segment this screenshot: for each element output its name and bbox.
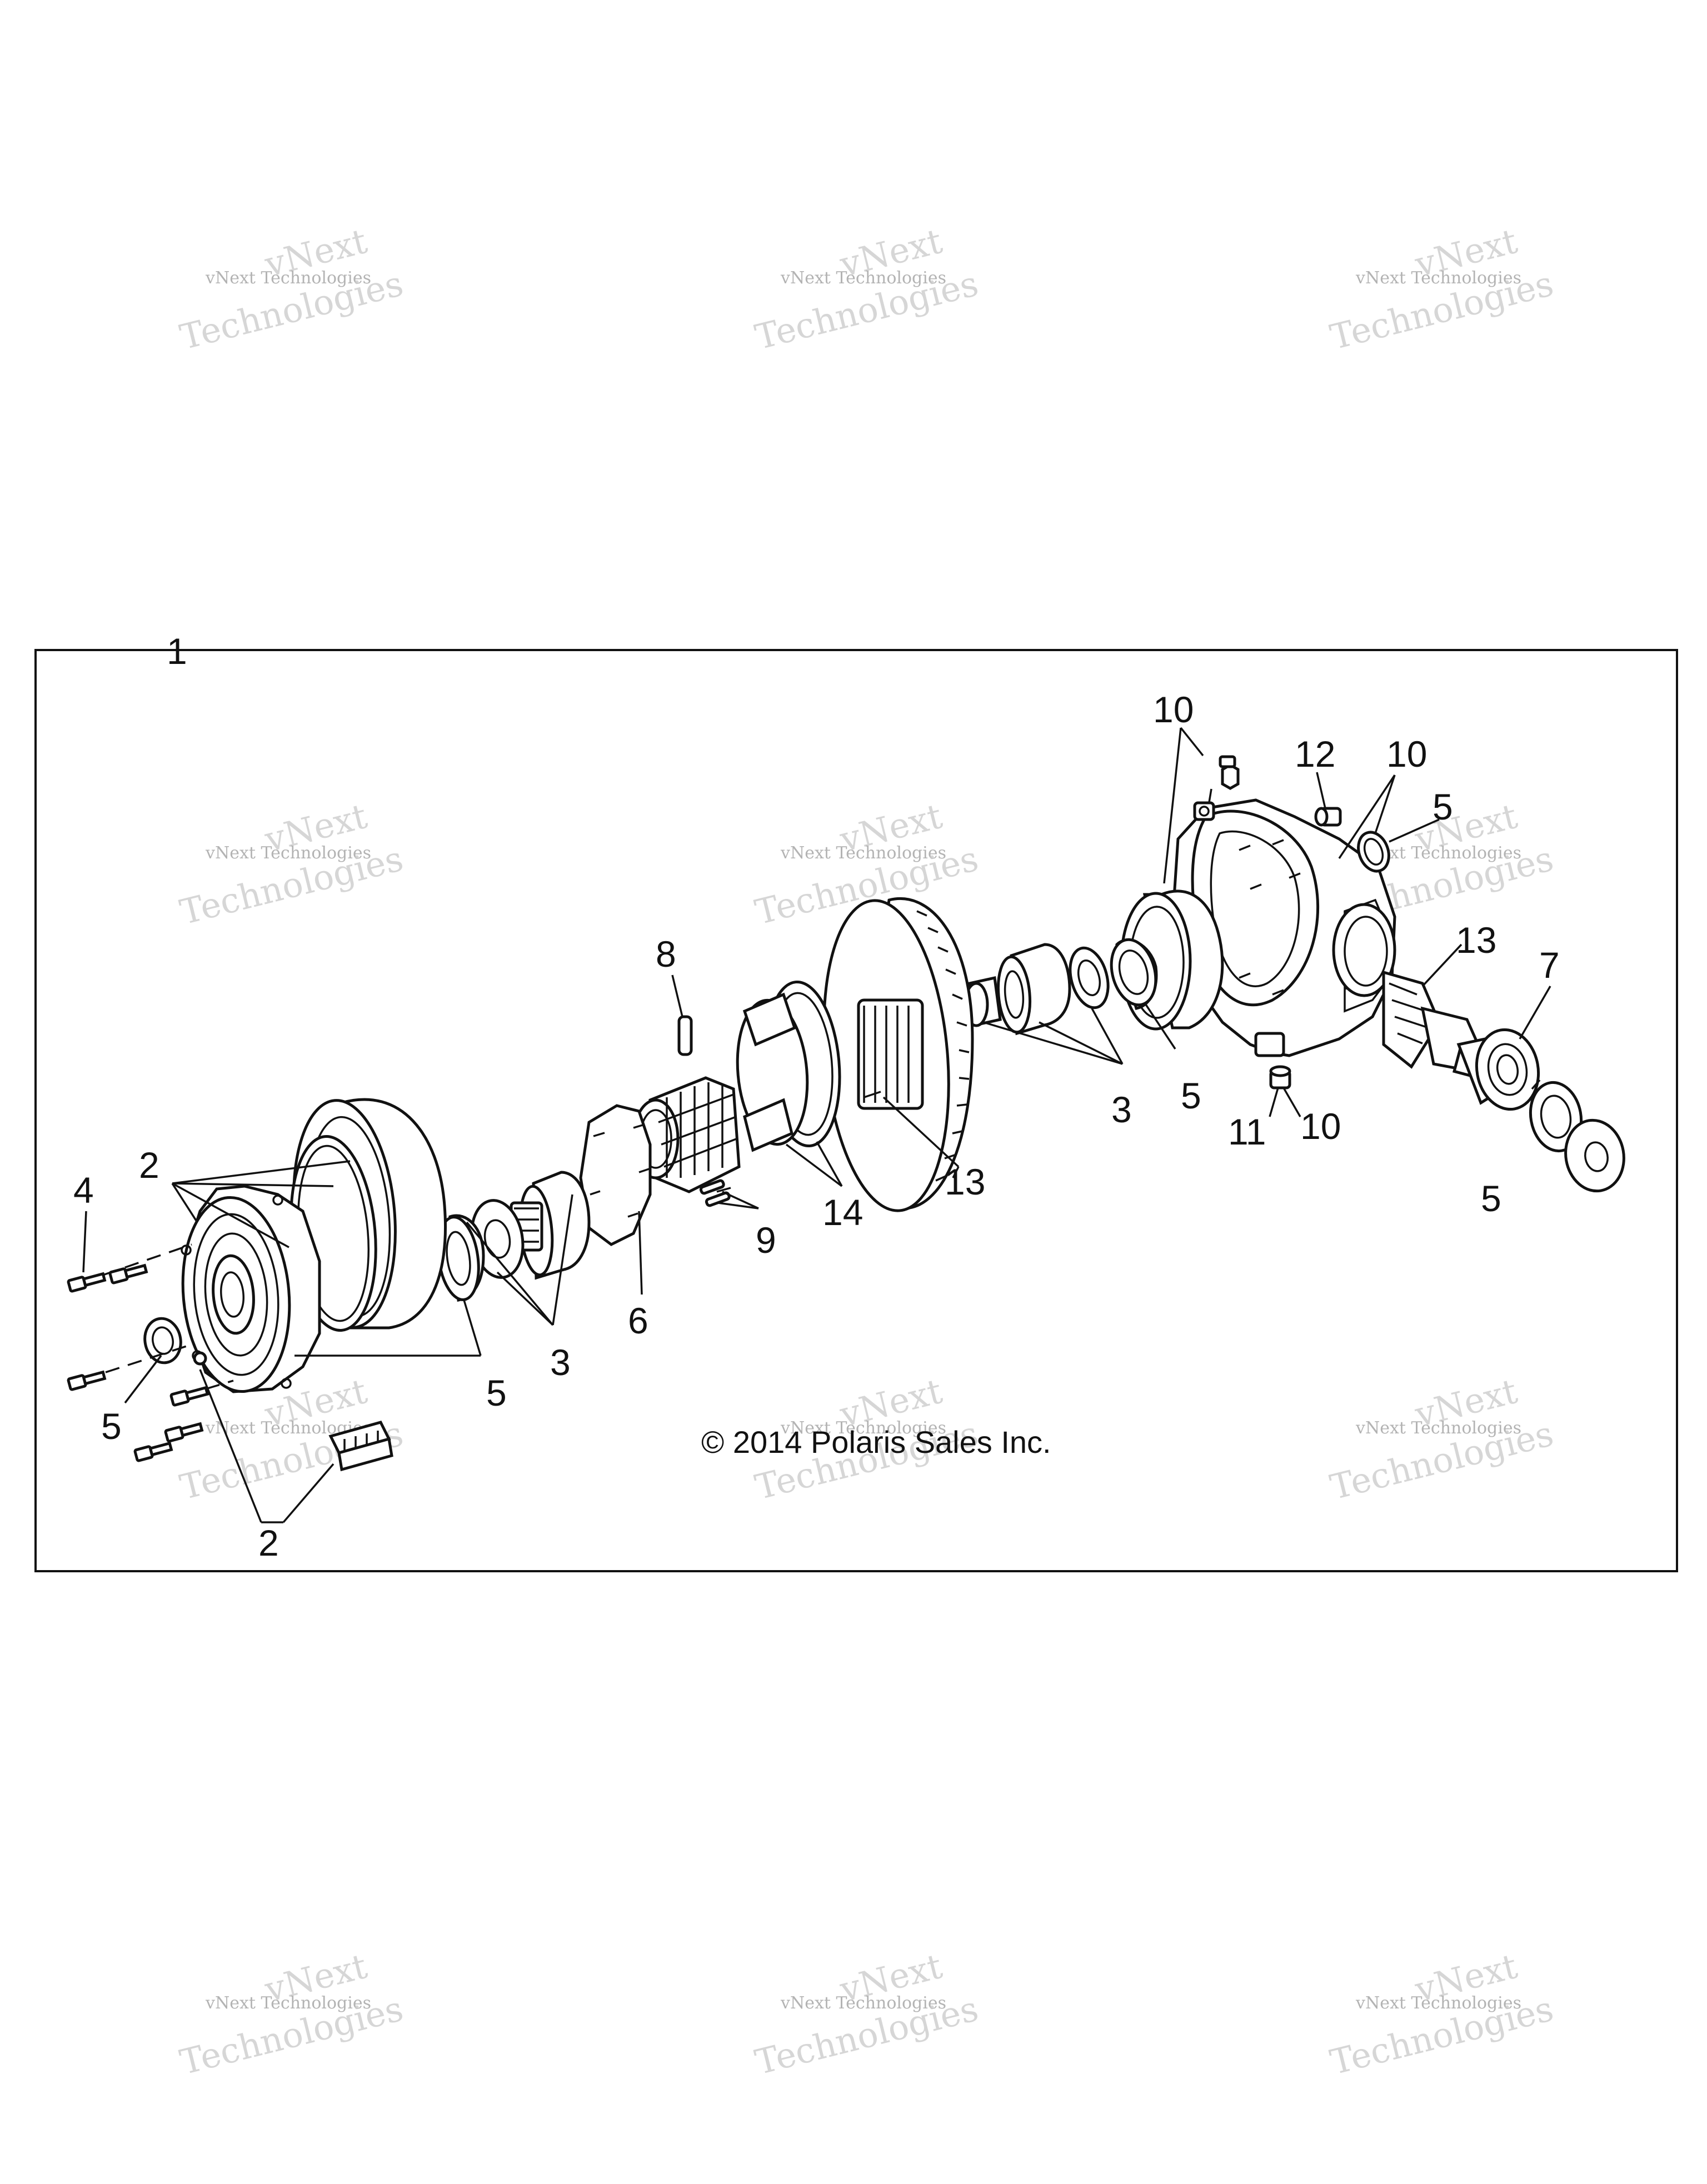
callout-13: 13 <box>945 1161 985 1202</box>
spacer-set-left <box>470 1171 591 1280</box>
watermark: vNext vNext Technologies Technologies <box>176 796 407 933</box>
callout-8: 8 <box>656 933 676 974</box>
watermark: vNext vNext Technologies Technologies <box>176 221 407 358</box>
callout-9: 9 <box>756 1220 776 1261</box>
callout-11: 11 <box>1228 1111 1266 1152</box>
callout-3: 3 <box>550 1342 571 1383</box>
bolt <box>108 1263 148 1285</box>
svg-text:vNext Technologies: vNext Technologies <box>780 1993 946 2013</box>
svg-text:vNext Technologies: vNext Technologies <box>1355 1993 1521 2013</box>
bolt <box>67 1272 107 1293</box>
leader-lines <box>82 727 1551 1523</box>
watermark: vNext vNext Technologies Technologies <box>751 221 982 358</box>
callout-5: 5 <box>486 1372 507 1413</box>
callout-4: 4 <box>73 1170 94 1211</box>
assembly-frame <box>34 649 1678 1572</box>
callout-labels: 1 2 2 3 3 4 5 5 5 5 5 6 7 8 9 10 10 10 1… <box>73 631 1560 1563</box>
bolt <box>164 1422 204 1443</box>
callout-2: 2 <box>258 1522 279 1563</box>
check-ball <box>193 1351 207 1366</box>
svg-text:vNext Technologies: vNext Technologies <box>780 843 946 863</box>
seal-ring <box>1357 831 1390 873</box>
bolt <box>67 1370 107 1391</box>
callout-7: 7 <box>1539 944 1560 986</box>
callout-10: 10 <box>1386 733 1427 774</box>
callout-5: 5 <box>101 1406 122 1447</box>
callout-12: 12 <box>1295 733 1335 774</box>
callout-2: 2 <box>139 1145 159 1186</box>
thrust-washer <box>1564 1118 1625 1193</box>
vent-fitting <box>1207 755 1240 806</box>
dowel-pin <box>677 1015 693 1056</box>
callout-14: 14 <box>822 1192 863 1233</box>
copyright-notice: © 2014 Polaris Sales Inc. <box>701 1425 1051 1460</box>
watermark: vNext vNext Technologies Technologies <box>176 1946 407 2083</box>
callout-5: 5 <box>1481 1178 1501 1219</box>
carrier-bearing-right <box>1110 938 1158 1010</box>
callout-6: 6 <box>628 1300 648 1341</box>
roll-cage-rings <box>736 980 841 1152</box>
cover-bolts <box>67 1263 209 1462</box>
pinion-bearing <box>1456 1028 1540 1111</box>
spacer-set-right <box>964 943 1110 1036</box>
callout-5: 5 <box>1433 786 1453 827</box>
callout-13: 13 <box>1456 919 1496 961</box>
watermark: vNext vNext Technologies Technologies <box>1326 1371 1558 1508</box>
callout-3: 3 <box>1111 1089 1132 1130</box>
fill-plug <box>1314 807 1342 827</box>
watermark: vNext vNext Technologies Technologies <box>1326 1946 1558 2083</box>
watermark: vNext vNext Technologies Technologies <box>751 1946 982 2083</box>
bolt <box>133 1441 173 1462</box>
output-seal-left <box>143 1317 182 1365</box>
callout-1: 1 <box>167 631 187 672</box>
callout-10: 10 <box>1300 1106 1341 1147</box>
svg-text:vNext Technologies: vNext Technologies <box>205 1993 371 2013</box>
center-lines <box>102 1187 731 1390</box>
pinion-seal <box>1529 1079 1583 1153</box>
wire-connector <box>328 1421 393 1472</box>
bolt <box>169 1386 209 1407</box>
svg-text:vNext Technologies: vNext Technologies <box>780 1418 946 1438</box>
watermark: vNext vNext Technologies Technologies <box>1326 221 1558 358</box>
front-cover-housing <box>181 1185 321 1393</box>
svg-text:vNext Technologies: vNext Technologies <box>205 843 371 863</box>
main-gear-case <box>1171 798 1396 1057</box>
drain-plug <box>1269 1065 1291 1089</box>
callout-5: 5 <box>1181 1075 1201 1116</box>
carrier-bearing-left <box>437 1214 485 1302</box>
svg-text:vNext Technologies: vNext Technologies <box>205 268 371 288</box>
callout-10: 10 <box>1153 689 1194 730</box>
svg-text:vNext Technologies: vNext Technologies <box>1355 1418 1521 1438</box>
svg-text:vNext Technologies: vNext Technologies <box>1355 268 1521 288</box>
svg-text:vNext Technologies: vNext Technologies <box>780 268 946 288</box>
